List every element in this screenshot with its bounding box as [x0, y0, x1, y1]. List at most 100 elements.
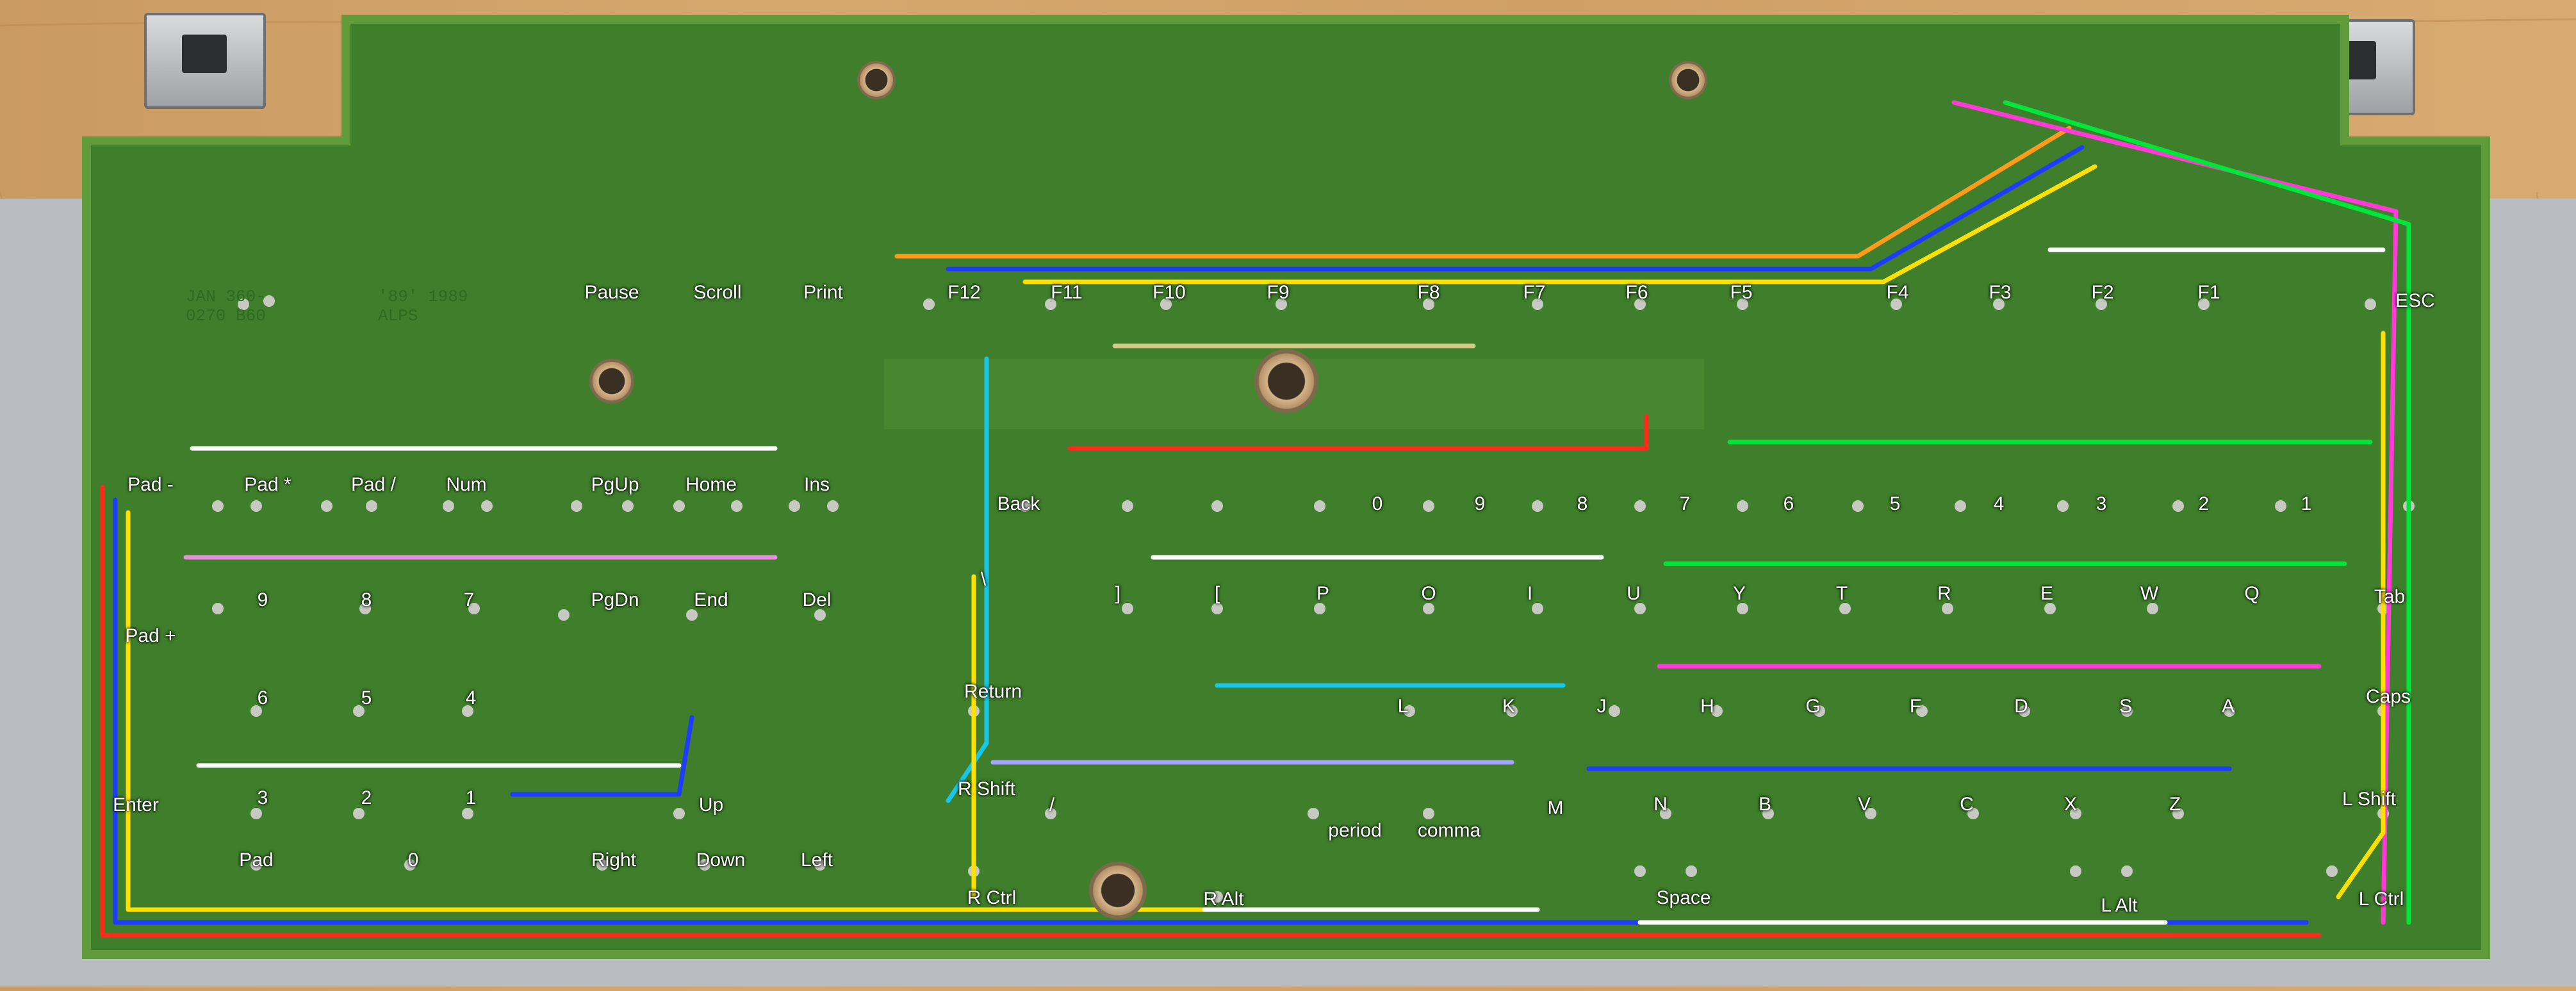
- key-label-z: Z: [2169, 794, 2181, 815]
- key-label-f3: F3: [1989, 282, 2012, 303]
- key-label-6: 6: [1783, 493, 1794, 514]
- key-label-1: 1: [2301, 493, 2312, 514]
- key-label-rctrl: R Ctrl: [967, 887, 1017, 908]
- key-label-pause: Pause: [584, 282, 639, 303]
- key-label-print: Print: [803, 282, 843, 303]
- key-label-o: O: [1421, 583, 1436, 604]
- key-label-kp2: 2: [361, 787, 372, 808]
- key-label-c: C: [1960, 794, 1974, 815]
- key-label-f11: F11: [1051, 282, 1083, 303]
- key-label-esc: ESC: [2395, 290, 2435, 311]
- key-label-f4: F4: [1886, 282, 1909, 303]
- key-label-b: B: [1758, 794, 1772, 815]
- key-label-4: 4: [1993, 493, 2005, 514]
- key-label-del: Del: [802, 589, 832, 610]
- key-label-pgdn: PgDn: [591, 589, 639, 610]
- key-label-down: Down: [696, 849, 746, 871]
- key-label-left: Left: [800, 849, 833, 871]
- key-label-2: 2: [2198, 493, 2210, 514]
- key-label-pad-minus: Pad -: [127, 474, 174, 495]
- key-label-u: U: [1627, 583, 1641, 604]
- key-label-bracket-left: [: [1214, 583, 1220, 604]
- key-label-lalt: L Alt: [2101, 895, 2138, 916]
- key-label-pad-star: Pad *: [244, 474, 291, 495]
- key-label-t: T: [1835, 583, 1848, 604]
- key-label-lshift: L Shift: [2342, 789, 2396, 810]
- key-label-7: 7: [1679, 493, 1691, 514]
- key-label-pad: Pad: [239, 849, 274, 871]
- key-label-j: J: [1596, 696, 1607, 717]
- key-label-num: Num: [446, 474, 487, 495]
- key-label-8: 8: [1577, 493, 1588, 514]
- key-label-f: F: [1909, 696, 1922, 717]
- key-label-p: P: [1316, 583, 1330, 604]
- key-label-period: period: [1328, 820, 1382, 841]
- key-label-back: Back: [997, 493, 1040, 514]
- key-label-kp7: 7: [463, 589, 475, 610]
- key-label-kp8: 8: [361, 589, 372, 610]
- key-label-i: I: [1527, 583, 1533, 604]
- screw-left: [589, 359, 634, 404]
- silkscreen-line-1: JAN 360-: [186, 287, 266, 306]
- mount-hole-center: [1254, 349, 1318, 413]
- key-label-w: W: [2140, 583, 2159, 604]
- key-label-a: A: [2221, 696, 2235, 717]
- key-label-v: V: [1857, 794, 1871, 815]
- key-label-bracket-right: ]: [1115, 583, 1121, 604]
- silkscreen-line-4: ALPS: [378, 306, 418, 325]
- key-label-right: Right: [591, 849, 637, 871]
- key-label-m: M: [1547, 798, 1564, 819]
- key-label-9: 9: [1474, 493, 1486, 514]
- mount-hole-top-left: [857, 61, 896, 99]
- key-label-enter: Enter: [113, 794, 159, 815]
- key-label-comma: comma: [1417, 820, 1481, 841]
- key-label-n: N: [1653, 794, 1668, 815]
- key-label-kp9: 9: [257, 589, 268, 610]
- key-label-rshift: R Shift: [957, 778, 1016, 799]
- key-label-f7: F7: [1523, 282, 1546, 303]
- key-label-caps: Caps: [2365, 686, 2411, 707]
- key-label-f8: F8: [1417, 282, 1440, 303]
- left-connector-port: [144, 13, 266, 109]
- key-label-kp6: 6: [257, 687, 268, 708]
- key-label-e: E: [2040, 583, 2054, 604]
- key-label-f12: F12: [948, 282, 981, 303]
- key-label-kp0: 0: [407, 849, 419, 871]
- mount-hole-top-right: [1669, 61, 1707, 99]
- key-label-pad-plus: Pad +: [125, 625, 176, 646]
- key-label-kp4: 4: [465, 687, 477, 708]
- key-label-ralt: R Alt: [1203, 889, 1244, 910]
- silkscreen-line-3: '89' 1989: [378, 287, 468, 306]
- key-label-g: G: [1805, 696, 1821, 717]
- silkscreen-line-2: 0270 B60: [186, 306, 266, 325]
- mount-hole-bottom: [1089, 862, 1147, 919]
- key-label-q: Q: [2244, 583, 2260, 604]
- key-label-y: Y: [1732, 583, 1746, 604]
- key-label-0: 0: [1372, 493, 1383, 514]
- key-label-end: End: [694, 589, 728, 610]
- key-label-f6: F6: [1625, 282, 1648, 303]
- key-label-return: Return: [964, 681, 1022, 702]
- key-label-f2: F2: [2091, 282, 2114, 303]
- key-label-5: 5: [1889, 493, 1901, 514]
- key-label-s: S: [2119, 696, 2133, 717]
- key-label-k: K: [1502, 696, 1516, 717]
- key-label-f1: F1: [2197, 282, 2220, 303]
- key-label-lctrl: L Ctrl: [2358, 889, 2404, 910]
- key-label-pad-slash: Pad /: [350, 474, 397, 495]
- key-label-l: L: [1397, 696, 1409, 717]
- key-label-backslash: \: [980, 569, 987, 590]
- key-label-ins: Ins: [803, 474, 830, 495]
- key-label-f5: F5: [1730, 282, 1753, 303]
- key-label-scroll: Scroll: [693, 282, 742, 303]
- key-label-slash: /: [1049, 794, 1055, 815]
- key-label-home: Home: [685, 474, 737, 495]
- key-label-kp1: 1: [465, 787, 477, 808]
- key-label-f9: F9: [1267, 282, 1290, 303]
- key-label-r: R: [1937, 583, 1951, 604]
- key-label-d: D: [2014, 696, 2028, 717]
- key-label-x: X: [2063, 794, 2078, 815]
- key-label-kp5: 5: [361, 687, 372, 708]
- key-label-kp3: 3: [257, 787, 268, 808]
